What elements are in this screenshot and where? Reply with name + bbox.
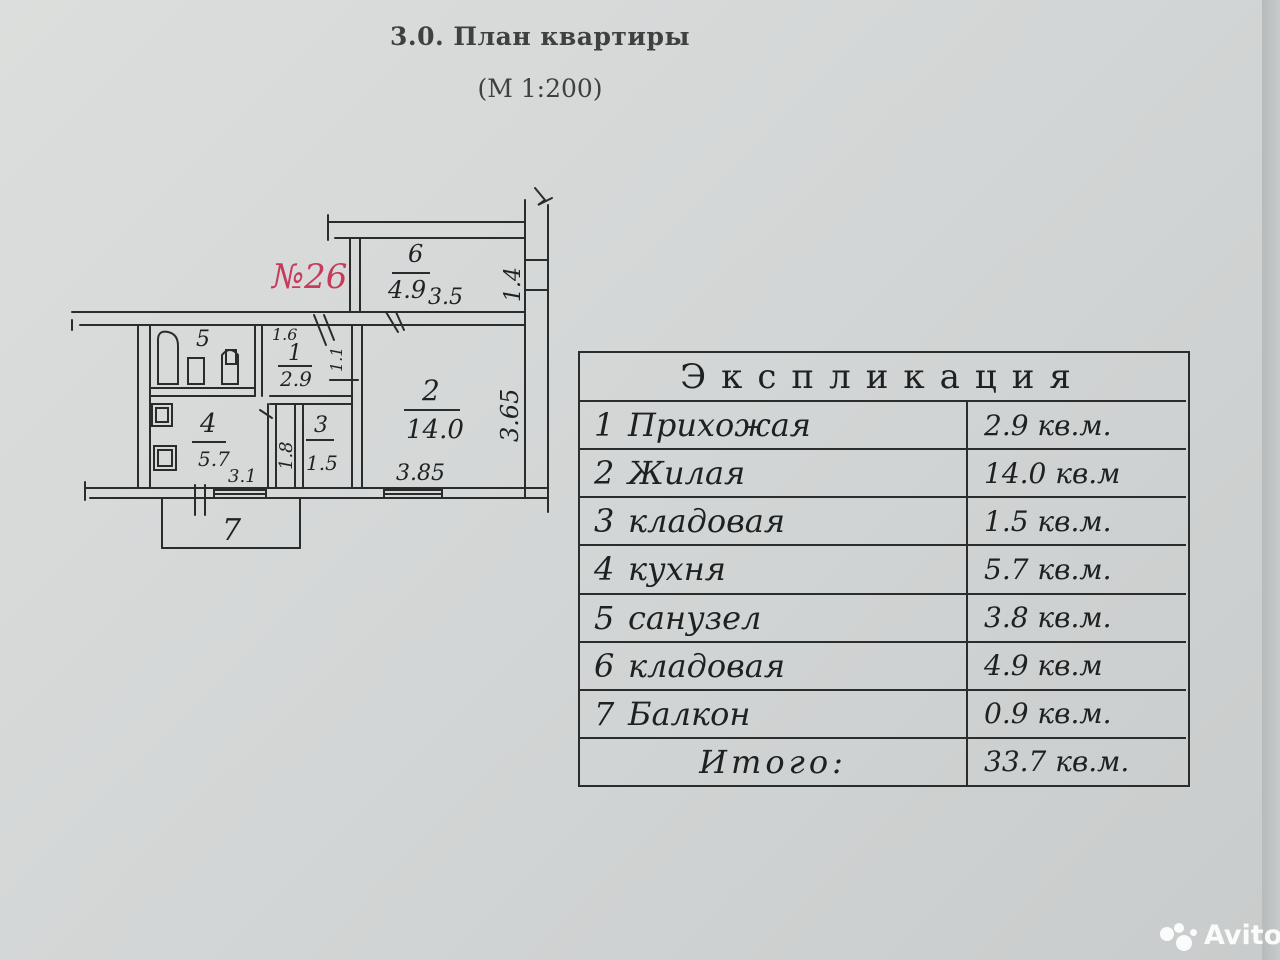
room-4-area: 5.7 [198, 447, 230, 471]
dim-kitchen-width: 3.1 [228, 466, 257, 487]
apartment-number: №26 [270, 257, 347, 297]
dim-kitchen-depth: 1.8 [276, 441, 297, 470]
room-5-number: 5 [196, 327, 210, 352]
room-4-number: 4 [199, 409, 217, 439]
plan-scale: (М 1:200) [477, 74, 603, 103]
explication-total-label: Итого: [580, 736, 968, 785]
explication-row-area: 5.7 кв.м. [968, 544, 1186, 592]
room-1-area: 2.9 [279, 367, 312, 391]
room-3-number: 3 [314, 413, 328, 438]
explication-total-area: 33.7 кв.м. [968, 736, 1186, 785]
explication-row-area: 2.9 кв.м. [968, 400, 1186, 448]
room-7-number: 7 [222, 513, 242, 548]
avito-brand: Avito [1204, 920, 1280, 951]
explication-row-area: 14.0 кв.м [968, 448, 1186, 496]
room-6-number: 6 [408, 240, 423, 268]
room-3-area: 1.5 [306, 451, 338, 475]
explication-header: Экспликация [680, 356, 1086, 397]
dim-hall-width: 1.6 [272, 325, 297, 344]
room-2-number: 2 [421, 374, 440, 407]
dim-hall-depth: 1.1 [327, 347, 346, 372]
explication-row-area: 0.9 кв.м. [968, 688, 1186, 737]
avito-watermark: Avito [1160, 920, 1280, 951]
dim-room2-width: 3.85 [396, 461, 445, 486]
dim-room6-depth: 1.4 [501, 267, 526, 302]
explication-row-area: 4.9 кв.м [968, 640, 1186, 689]
explication-row-area: 1.5 кв.м. [968, 496, 1186, 544]
avito-logo-icon [1160, 922, 1198, 951]
dim-room6-width: 3.5 [428, 285, 463, 310]
document-title: 3.0. План квартиры [389, 22, 690, 51]
explication-row-area: 3.8 кв.м. [968, 592, 1186, 641]
sheet-edge [1262, 0, 1280, 960]
room-2-area: 14.0 [406, 415, 464, 445]
room-6-area: 4.9 [387, 276, 426, 304]
room-1-number: 1 [288, 341, 302, 366]
dim-room2-depth: 3.65 [496, 389, 524, 442]
